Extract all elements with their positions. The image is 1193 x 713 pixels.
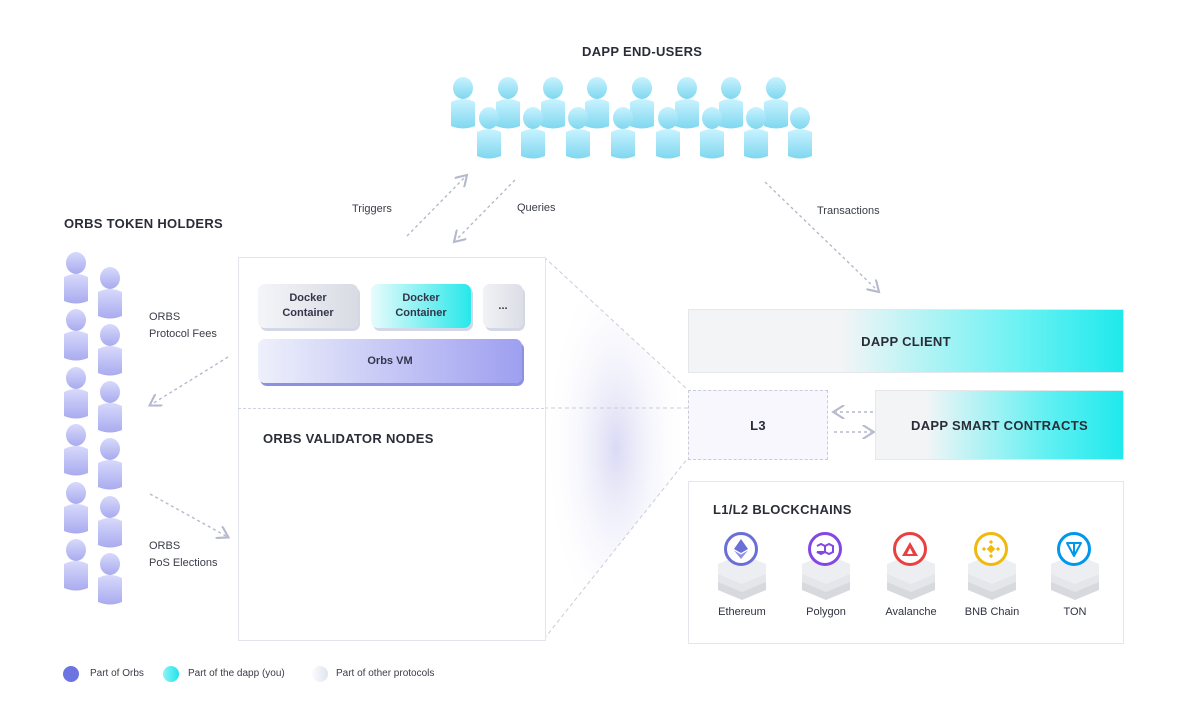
polygon-icon bbox=[808, 532, 842, 566]
end-users-icon bbox=[451, 77, 812, 159]
pos-elections-label: ORBS PoS Elections bbox=[149, 538, 217, 572]
more-containers: ... bbox=[483, 284, 523, 328]
queries-label: Queries bbox=[517, 202, 556, 214]
protocol-fees-label: ORBS Protocol Fees bbox=[149, 309, 217, 343]
legend-dapp-dot bbox=[163, 666, 179, 682]
docker-line1: Docker bbox=[289, 292, 327, 304]
legend-other-dot bbox=[312, 666, 328, 682]
chain-label: BNB Chain bbox=[964, 606, 1020, 618]
transactions-label: Transactions bbox=[817, 205, 880, 217]
blockchains-panel: L1/L2 BLOCKCHAINS Ethereum Polygon Avala… bbox=[688, 481, 1124, 644]
chain-label: Ethereum bbox=[718, 606, 766, 618]
legend-orbs-label: Part of Orbs bbox=[90, 668, 144, 679]
ton-icon bbox=[1057, 532, 1091, 566]
panel-divider bbox=[238, 408, 544, 409]
docker-line2: Container bbox=[282, 307, 334, 319]
l1l2-blockchains-heading: L1/L2 BLOCKCHAINS bbox=[713, 502, 852, 517]
dapp-end-users-heading: DAPP END-USERS bbox=[582, 44, 703, 59]
avalanche-icon bbox=[893, 532, 927, 566]
l3-box: L3 bbox=[688, 390, 828, 460]
l3-label: L3 bbox=[750, 417, 766, 433]
legend-orbs-dot bbox=[63, 666, 79, 682]
pos-elections-line1: ORBS bbox=[149, 540, 181, 552]
chain-label: TON bbox=[1063, 606, 1087, 618]
orbs-validator-nodes-heading: ORBS VALIDATOR NODES bbox=[263, 431, 434, 446]
bnb-icon bbox=[974, 532, 1008, 566]
protocol-fees-line2: Protocol Fees bbox=[149, 328, 217, 340]
chain-label: Polygon bbox=[806, 606, 846, 618]
protocol-fees-line1: ORBS bbox=[149, 311, 181, 323]
docker-line2: Container bbox=[395, 307, 447, 319]
chain-label: Avalanche bbox=[885, 606, 937, 618]
legend-other-label: Part of other protocols bbox=[336, 668, 435, 679]
ethereum-icon bbox=[724, 532, 758, 566]
dapp-client-box: DAPP CLIENT bbox=[688, 309, 1124, 373]
orbs-token-holders-heading: ORBS TOKEN HOLDERS bbox=[64, 216, 224, 231]
triggers-label: Triggers bbox=[352, 203, 392, 215]
docker-line1: Docker bbox=[402, 292, 440, 304]
orbs-vm-box: Orbs VM bbox=[258, 339, 522, 383]
dapp-client-label: DAPP CLIENT bbox=[861, 333, 951, 349]
dapp-smart-contracts-box: DAPP SMART CONTRACTS bbox=[875, 390, 1124, 460]
pos-elections-line2: PoS Elections bbox=[149, 557, 218, 569]
token-holders-icon bbox=[64, 252, 122, 605]
dapp-smart-contracts-label: DAPP SMART CONTRACTS bbox=[911, 417, 1088, 433]
legend-dapp-label: Part of the dapp (you) bbox=[188, 668, 285, 679]
